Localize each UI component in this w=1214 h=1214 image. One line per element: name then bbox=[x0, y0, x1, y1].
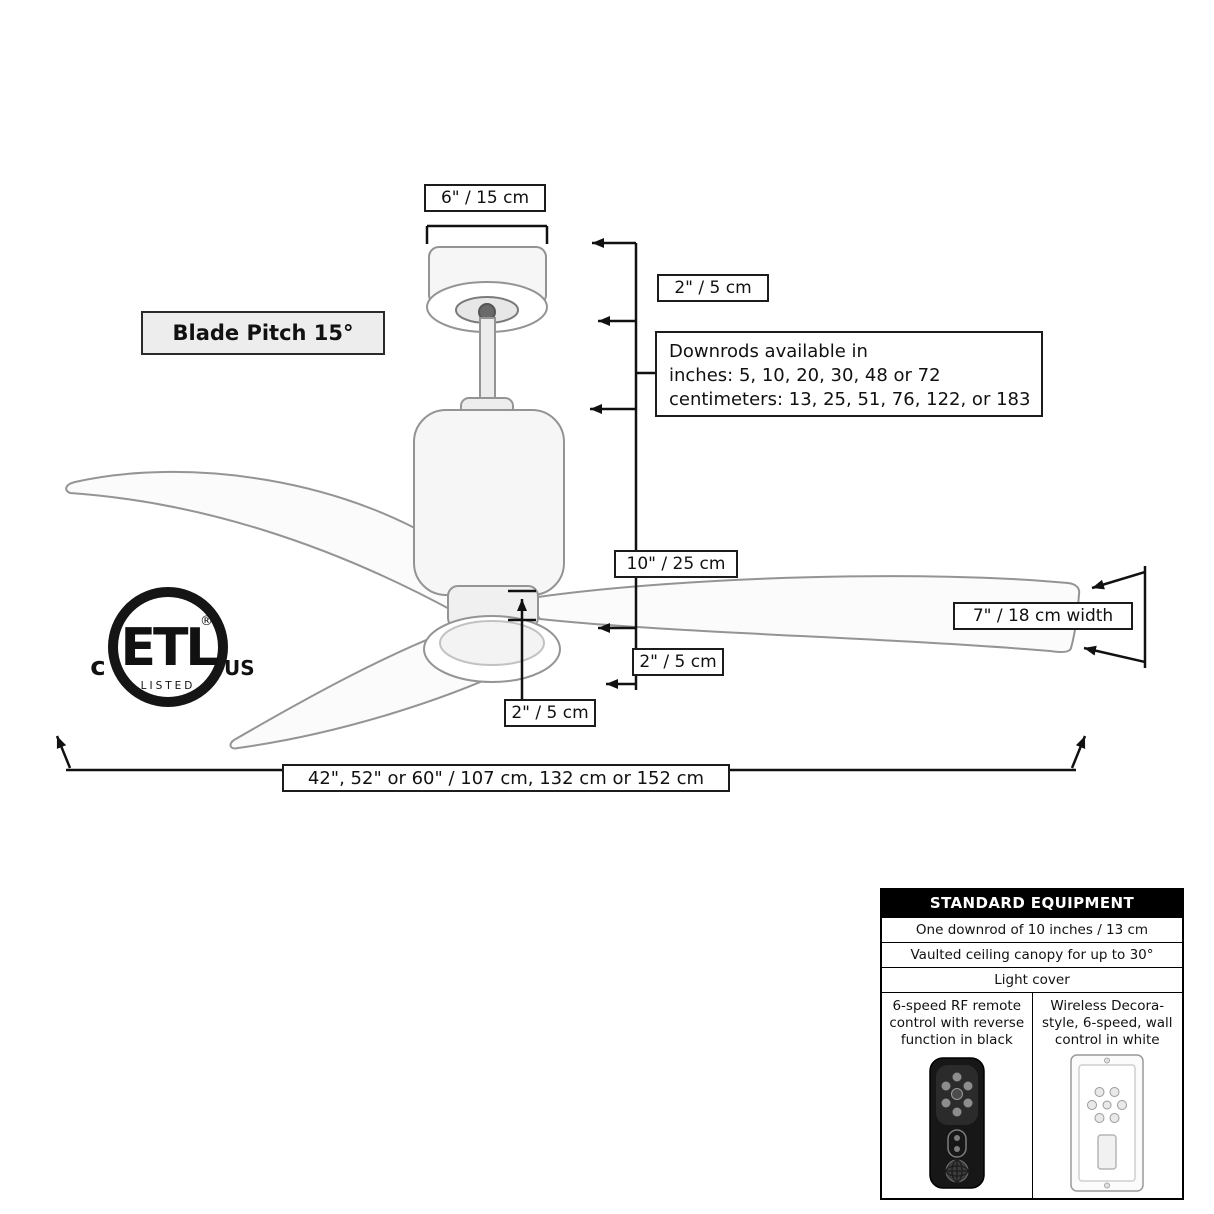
canopy-width-bracket bbox=[425, 224, 549, 244]
downrods-line-2: inches: 5, 10, 20, 30, 48 or 72 bbox=[669, 364, 941, 386]
downrods-line-3: centimeters: 13, 25, 51, 76, 122, or 183 bbox=[669, 388, 1031, 410]
arrow-span-right bbox=[1070, 735, 1087, 769]
etl-listed-mark: ETL ® LISTED c US bbox=[90, 587, 255, 707]
etl-circle bbox=[108, 587, 228, 707]
canopy-height-label: 2" / 5 cm bbox=[657, 274, 769, 302]
downrods-line-1: Downrods available in bbox=[669, 341, 868, 362]
arrow-span-left bbox=[55, 735, 72, 769]
etl-registered-icon: ® bbox=[200, 614, 213, 629]
downrods-available-box: Downrods available in inches: 5, 10, 20,… bbox=[655, 331, 1043, 417]
canopy-width-label: 6" / 15 cm bbox=[424, 184, 546, 212]
blade-width-label: 7" / 18 cm width bbox=[953, 602, 1133, 630]
blade-span-label: 42", 52" or 60" / 107 cm, 132 cm or 152 … bbox=[282, 764, 730, 792]
black-remote-icon bbox=[929, 1057, 985, 1190]
fan-downrod bbox=[479, 317, 496, 403]
ceiling-fan-illustration bbox=[65, 246, 1081, 750]
etl-text: ETL bbox=[120, 618, 217, 678]
white-wall-control-icon bbox=[1070, 1054, 1144, 1193]
blade-thickness-label: 2" / 5 cm bbox=[504, 699, 596, 727]
fan-blade-right bbox=[534, 575, 1081, 653]
equipment-row-light-cover: Light cover bbox=[882, 967, 1182, 992]
equipment-controls-row: 6-speed RF remote control with reverse f… bbox=[882, 992, 1182, 1198]
equipment-col-wall-control: Wireless Decora-style, 6-speed, wall con… bbox=[1031, 993, 1183, 1198]
arrow-blade-bottom-edge bbox=[1083, 645, 1146, 664]
downrod-length-label: 10" / 25 cm bbox=[614, 550, 738, 578]
etl-us-text: US bbox=[224, 656, 255, 680]
standard-equipment-table: STANDARD EQUIPMENT One downrod of 10 inc… bbox=[880, 888, 1184, 1200]
equipment-row-canopy: Vaulted ceiling canopy for up to 30° bbox=[882, 942, 1182, 967]
light-height-label: 2" / 5 cm bbox=[632, 648, 724, 676]
equipment-table-header: STANDARD EQUIPMENT bbox=[882, 890, 1182, 917]
wall-control-image bbox=[1069, 1053, 1145, 1194]
equipment-row-downrod: One downrod of 10 inches / 13 cm bbox=[882, 917, 1182, 942]
wall-control-label: Wireless Decora-style, 6-speed, wall con… bbox=[1041, 998, 1173, 1048]
fan-motor-housing bbox=[413, 409, 565, 596]
arrow-blade-top-edge bbox=[1091, 570, 1146, 590]
fan-light-lens bbox=[439, 620, 545, 666]
rf-remote-image bbox=[927, 1053, 987, 1194]
etl-c-text: c bbox=[90, 652, 105, 682]
etl-listed-text: LISTED bbox=[141, 680, 196, 692]
blade-pitch-label: Blade Pitch 15° bbox=[141, 311, 385, 355]
equipment-col-remote: 6-speed RF remote control with reverse f… bbox=[882, 993, 1032, 1198]
remote-label: 6-speed RF remote control with reverse f… bbox=[889, 998, 1025, 1048]
